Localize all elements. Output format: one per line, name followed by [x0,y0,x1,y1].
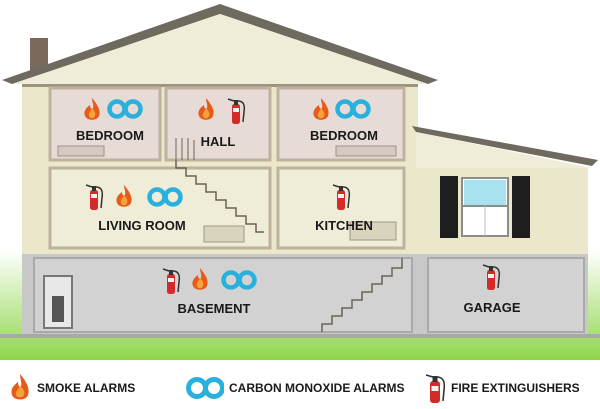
stairs-upper [175,160,264,233]
room-label-garage: GARAGE [463,300,520,315]
sofa [203,225,245,243]
kitchen-counter [349,221,397,241]
fire-extinguisher-icon [425,374,446,403]
garage-roof [416,132,592,168]
room-label-living-room: LIVING ROOM [98,218,185,233]
legend: SMOKE ALARMS CARBON MONOXIDE ALARMS FIRE… [0,360,600,409]
room-label-kitchen: KITCHEN [315,218,373,233]
smoke-alarm-icon [11,374,29,400]
house-diagram: BEDROOM HALL BEDROOM LIVING ROOM KITCHEN… [0,4,600,360]
legend-fire-extinguishers: FIRE EXTINGUISHERS [424,372,580,404]
bed-left [57,145,105,157]
legend-smoke-alarms: SMOKE ALARMS [8,372,135,404]
legend-co-alarms: CARBON MONOXIDE ALARMS [186,372,405,404]
room-label-hall: HALL [201,134,236,149]
legend-label-co: CARBON MONOXIDE ALARMS [229,381,405,395]
hall-room [164,86,272,162]
basement-room [33,257,413,333]
legend-label-extinguisher: FIRE EXTINGUISHERS [451,381,580,395]
garage-room [427,257,585,333]
room-label-bedroom-left: BEDROOM [76,128,144,143]
shutter-left [440,176,458,238]
roof [12,14,428,84]
shutter-right [512,176,530,238]
legend-label-smoke: SMOKE ALARMS [37,381,136,395]
room-label-bedroom-right: BEDROOM [310,128,378,143]
garage-roof-edge [412,126,598,166]
room-label-basement: BASEMENT [178,301,251,316]
chimney [30,38,48,72]
bed-right [335,145,397,157]
co-alarm-icon [186,377,224,399]
stairs-lower [321,258,403,332]
hall-railing [175,138,195,160]
